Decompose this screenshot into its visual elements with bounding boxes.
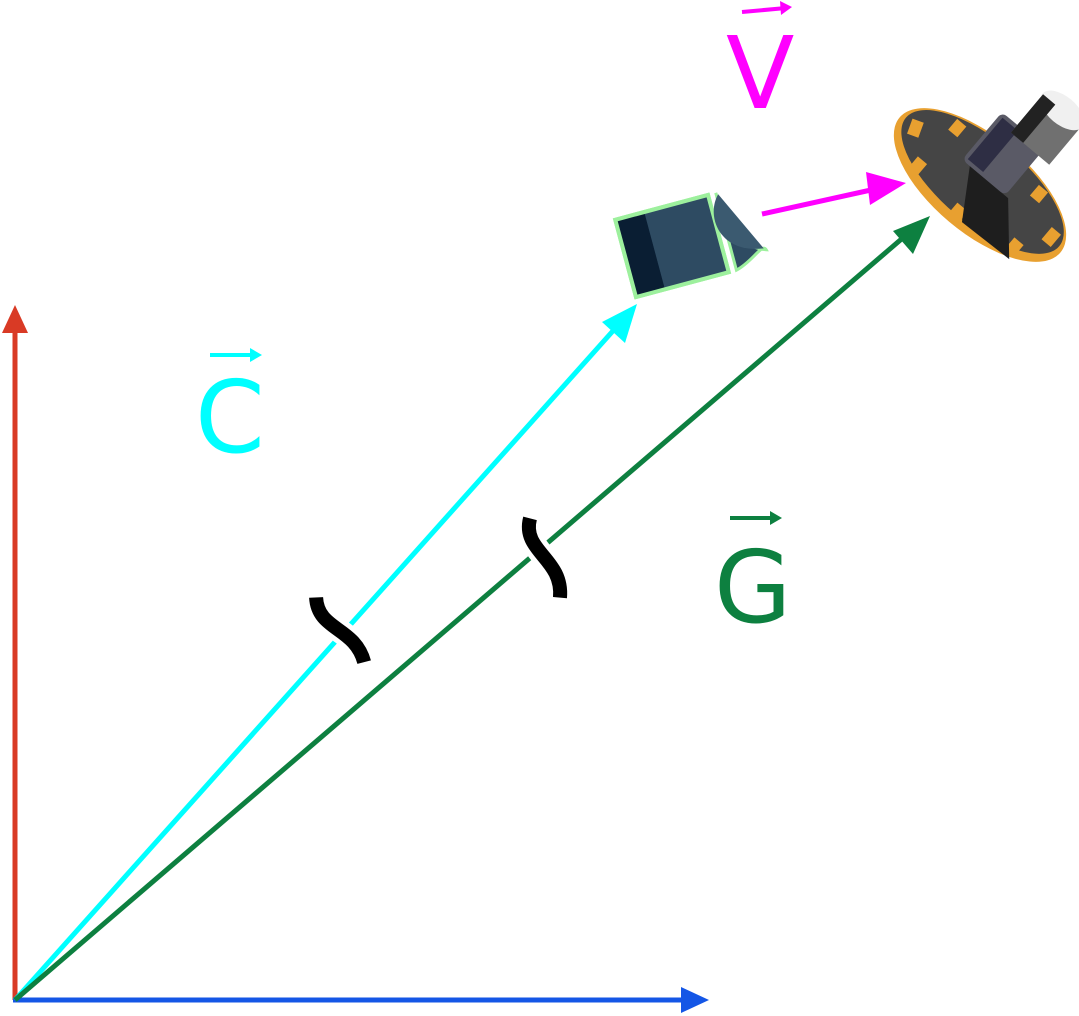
- camera-vector-arrow: [13, 304, 637, 1002]
- camera-vector-label: C: [195, 348, 265, 476]
- view-vector-label: V: [726, 1, 794, 132]
- y-axis: [2, 305, 28, 1000]
- axis-break-icon: [304, 595, 376, 667]
- satellite-vector-arrow: [13, 216, 930, 1002]
- view-vector-arrow: [761, 172, 906, 217]
- satellite-icon: [893, 90, 1079, 262]
- view-vector-letter: V: [726, 15, 794, 132]
- satellite-vector-label: G: [714, 511, 792, 646]
- camera-icon: [612, 192, 769, 300]
- satellite-vector-letter: G: [714, 529, 792, 646]
- x-axis: [13, 987, 709, 1013]
- camera-vector-letter: C: [195, 359, 265, 476]
- axis-break-icon: [516, 515, 572, 599]
